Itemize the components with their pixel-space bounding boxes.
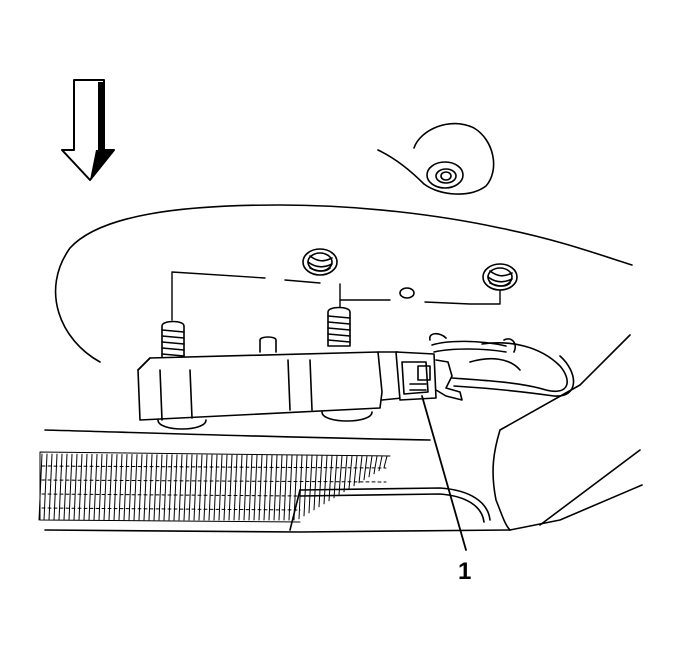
grille-tooth: [164, 455, 167, 520]
grille-rib: [42, 466, 386, 468]
mounting-hole-right: [483, 264, 517, 290]
grille-tooth: [64, 454, 67, 520]
grille-tooth: [74, 454, 77, 520]
grille-tooth: [309, 456, 312, 513]
grille-tooth: [89, 454, 92, 520]
grille-tooth: [259, 455, 262, 520]
wire-harness: [430, 334, 574, 396]
grille-tooth: [159, 455, 162, 520]
grille-tooth: [229, 455, 232, 520]
grille-tooth: [234, 455, 237, 520]
grille-tooth: [334, 456, 337, 498]
grille-rib: [42, 480, 386, 482]
down-arrow-icon: [62, 80, 114, 180]
grille-tooth: [304, 456, 307, 516]
grille-tooth: [284, 455, 287, 520]
grille-tooth: [94, 454, 97, 520]
grille-tooth: [244, 455, 247, 520]
small-hole-center: [400, 288, 414, 298]
grille-tooth: [154, 455, 157, 520]
grille-tooth: [324, 456, 327, 504]
grille-tooth: [314, 456, 317, 510]
grille-tooth: [49, 454, 52, 520]
grille-tooth: [69, 454, 72, 520]
grille-tooth: [124, 455, 127, 520]
grille-tooth: [354, 456, 357, 486]
grille-tooth: [79, 454, 82, 520]
electrical-connector: [396, 352, 462, 400]
grille-tooth: [174, 455, 177, 520]
component-bracket: [138, 337, 402, 429]
grille-tooth: [279, 455, 282, 520]
grille-tooth: [149, 455, 152, 520]
grille-tooth: [99, 454, 102, 520]
callout-1-leader: [422, 396, 466, 550]
grille-tooth: [369, 456, 372, 477]
grille-tooth: [349, 456, 352, 489]
grille-tooth: [254, 455, 257, 520]
mounting-hole-left: [303, 249, 337, 275]
grille-tooth: [119, 454, 122, 520]
grille-tooth: [264, 455, 267, 520]
grille-tooth: [299, 456, 302, 519]
grille-tooth: [134, 455, 137, 520]
grille-tooth: [274, 455, 277, 520]
grille-tooth: [339, 456, 342, 495]
grille-tooth: [54, 454, 57, 520]
grille-rib: [42, 508, 300, 510]
grille-tooth: [329, 456, 332, 501]
grille-tooth: [294, 456, 297, 520]
grille-tooth: [224, 455, 227, 520]
grille-tooth: [289, 456, 292, 520]
grille-tooth: [39, 454, 42, 520]
grille-tooth: [84, 454, 87, 520]
upper-bushing: [378, 124, 494, 195]
grille-tooth: [384, 456, 387, 468]
grille-tooth: [269, 455, 272, 520]
grille-tooth: [104, 454, 107, 520]
grille: [39, 452, 390, 522]
grille-tooth: [199, 455, 202, 520]
grille-tooth: [214, 455, 217, 520]
grille-tooth: [189, 455, 192, 520]
grille-tooth: [219, 455, 222, 520]
grille-tooth: [379, 456, 382, 471]
grille-tooth: [194, 455, 197, 520]
alignment-lines: [172, 272, 500, 320]
grille-tooth: [184, 455, 187, 520]
grille-tooth: [249, 455, 252, 520]
grille-tooth: [359, 456, 362, 483]
grille-rib: [42, 494, 300, 496]
grille-tooth: [374, 456, 377, 474]
stud-right: [328, 308, 350, 347]
grille-tooth: [204, 455, 207, 520]
grille-tooth: [209, 455, 212, 520]
grille-tooth: [44, 454, 47, 520]
grille-tooth: [109, 454, 112, 520]
grille-tooth: [344, 456, 347, 492]
grille-tooth: [144, 455, 147, 520]
stud-left: [162, 322, 184, 361]
grille-tooth: [139, 455, 142, 520]
grille-tooth: [114, 454, 117, 520]
grille-tooth: [59, 454, 62, 520]
grille-tooth: [179, 455, 182, 520]
grille-tooth: [129, 455, 132, 520]
body-panel-outline: [45, 205, 642, 532]
grille-tooth: [169, 455, 172, 520]
grille-tooth: [239, 455, 242, 520]
callout-1-label: 1: [458, 558, 472, 585]
